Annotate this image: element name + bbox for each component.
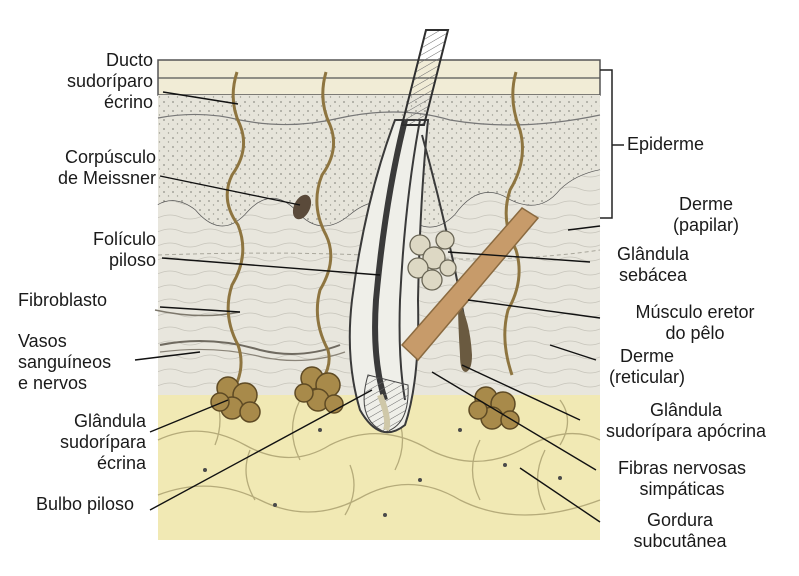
label-fibroblasto: Fibroblasto [18, 290, 163, 311]
label-bulbo-piloso: Bulbo piloso [36, 494, 176, 515]
label-ducto-sudoriparo-ecrino: Ducto sudoríparo écrino [18, 50, 153, 113]
label-derme-reticular: Derme (reticular) [584, 346, 710, 388]
label-gordura-subcutanea: Gordura subcutânea [606, 510, 754, 552]
label-corpusculo-meissner: Corpúsculo de Meissner [10, 147, 156, 189]
label-vasos-sanguineos: Vasos sanguíneos e nervos [18, 331, 148, 394]
label-glandula-sebacea: Glândula sebácea [588, 244, 718, 286]
label-fibras-nervosas: Fibras nervosas simpáticas [596, 458, 768, 500]
label-glandula-apocrina: Glândula sudorípara apócrina [578, 400, 794, 442]
epidermis-bracket [600, 70, 612, 218]
label-foliculo-piloso: Folículo piloso [18, 229, 156, 271]
label-glandula-sudoripara-ecrina: Glândula sudorípara écrina [18, 411, 146, 474]
label-musculo-eretor: Músculo eretor do pêlo [606, 302, 784, 344]
label-derme-papilar: Derme (papilar) [636, 194, 776, 236]
stratum-corneum [158, 60, 600, 95]
label-epiderme: Epiderme [627, 134, 747, 155]
